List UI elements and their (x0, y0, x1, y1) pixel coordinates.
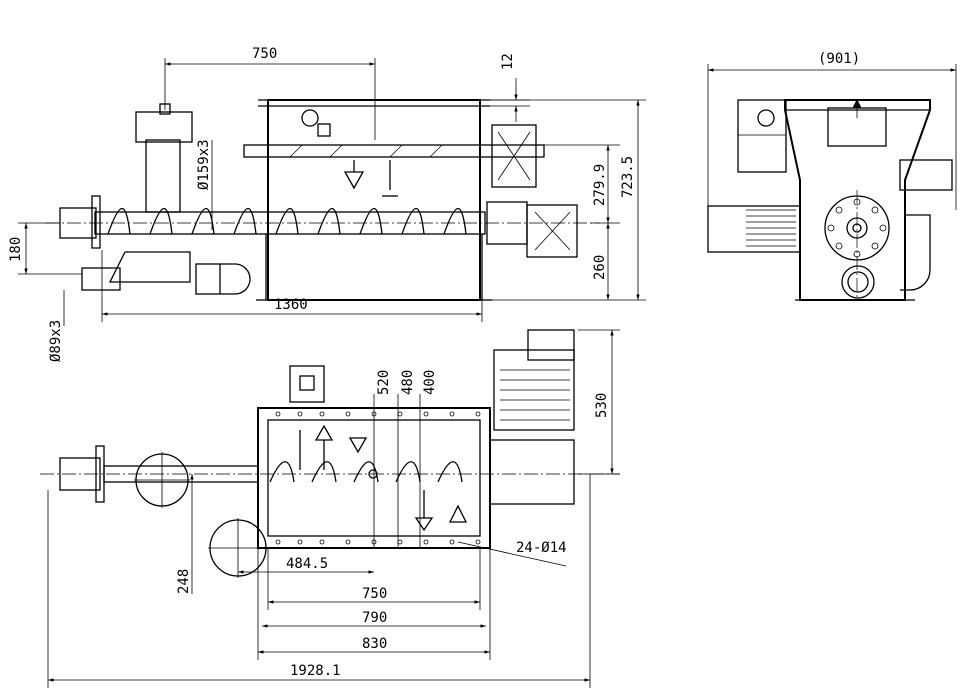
dim-520: 520 (376, 370, 392, 395)
dim-530: 530 (594, 393, 610, 418)
dim-480: 480 (400, 370, 416, 395)
end-flange (824, 195, 890, 261)
front-view: 750 12 Ø159x3 279.9 723.5 260 180 1360 (8, 46, 646, 362)
dim-484: 484.5 (286, 556, 328, 572)
dim-901: (901) (818, 51, 860, 67)
hopper-body (267, 99, 481, 301)
top-screw-flights (269, 461, 463, 483)
side-view: (901) (707, 51, 957, 301)
top-view: 520 480 400 530 24-Ø14 248 484.5 750 790… (40, 329, 620, 688)
drive-motor (526, 204, 578, 258)
agitator-gearbox (491, 124, 537, 188)
top-sensor-box (289, 365, 325, 403)
dim-180: 180 (8, 237, 24, 262)
sensor-icon (301, 109, 319, 127)
side-hopper (784, 99, 931, 301)
top-left-bearing (59, 457, 101, 491)
top-gearbox (489, 439, 575, 505)
flow-arrow-icon (414, 517, 434, 532)
dim-723: 723.5 (620, 156, 636, 198)
dim-750-top: 750 (252, 46, 277, 62)
top-motor-fins (500, 369, 570, 421)
dim-outlet-dia: Ø89x3 (48, 320, 64, 362)
dim-12: 12 (500, 53, 516, 70)
dim-inlet-dia: Ø159x3 (196, 139, 212, 190)
dim-248: 248 (176, 569, 192, 594)
dim-400: 400 (422, 370, 438, 395)
screw-motor (707, 205, 801, 253)
dim-260: 260 (592, 255, 608, 280)
dim-279: 279.9 (592, 164, 608, 206)
side-outlet (841, 265, 875, 299)
motor-fins (746, 209, 796, 247)
dim-1928: 1928.1 (290, 663, 341, 679)
top-motor (493, 349, 575, 431)
down-arrow-icon (348, 437, 368, 454)
discharge-chute (108, 251, 191, 283)
inlet-pipe (145, 139, 181, 213)
agitator-motor (737, 99, 787, 173)
up-arrow-icon (314, 424, 334, 441)
dim-holes: 24-Ø14 (516, 540, 567, 556)
dim-750-bottom: 750 (362, 586, 387, 602)
screw-flights (107, 208, 467, 235)
dim-790: 790 (362, 610, 387, 626)
outlet-elbow (195, 263, 221, 295)
dim-830: 830 (362, 636, 387, 652)
dim-1360: 1360 (274, 297, 308, 313)
side-elbow (900, 214, 931, 291)
agitator-shaft (243, 144, 545, 158)
flange-bolts (827, 198, 887, 258)
flow-down-arrow-icon (343, 171, 365, 190)
